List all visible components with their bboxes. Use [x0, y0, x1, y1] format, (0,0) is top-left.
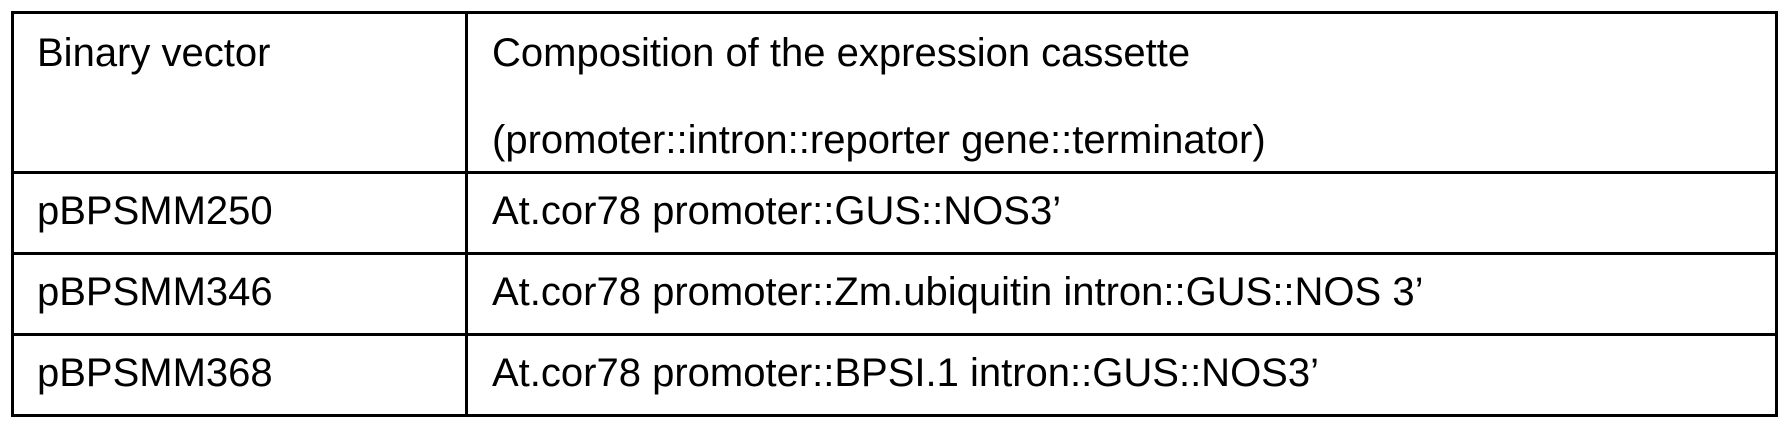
table-row: pBPSMM368 At.cor78 promoter::BPSI.1 intr… — [11, 333, 1778, 417]
header-label-composition-subtitle: (promoter::intron::reporter gene::termin… — [492, 118, 1266, 162]
composition-text: At.cor78 promoter::BPSI.1 intron::GUS::N… — [492, 351, 1319, 395]
table-row: pBPSMM250 At.cor78 promoter::GUS::NOS3’ — [11, 171, 1778, 255]
composition-text: At.cor78 promoter::Zm.ubiquitin intron::… — [492, 270, 1424, 314]
header-cell-composition: Composition of the expression cassette (… — [465, 11, 1778, 174]
cell-composition: At.cor78 promoter::Zm.ubiquitin intron::… — [465, 252, 1778, 336]
table-row: pBPSMM346 At.cor78 promoter::Zm.ubiquiti… — [11, 252, 1778, 336]
cell-vector: pBPSMM250 — [11, 171, 468, 255]
cell-vector: pBPSMM346 — [11, 252, 468, 336]
cell-composition: At.cor78 promoter::BPSI.1 intron::GUS::N… — [465, 333, 1778, 417]
cell-vector: pBPSMM368 — [11, 333, 468, 417]
binary-vector-table: Binary vector Composition of the express… — [11, 11, 1778, 417]
cell-composition: At.cor78 promoter::GUS::NOS3’ — [465, 171, 1778, 255]
header-label-binary-vector: Binary vector — [37, 31, 271, 75]
header-cell-binary-vector: Binary vector — [11, 11, 468, 174]
header-label-composition: Composition of the expression cassette — [492, 31, 1191, 75]
vector-name: pBPSMM346 — [37, 270, 273, 314]
vector-name: pBPSMM250 — [37, 189, 273, 233]
table-header-row: Binary vector Composition of the express… — [11, 11, 1778, 174]
composition-text: At.cor78 promoter::GUS::NOS3’ — [492, 189, 1062, 233]
vector-name: pBPSMM368 — [37, 351, 273, 395]
